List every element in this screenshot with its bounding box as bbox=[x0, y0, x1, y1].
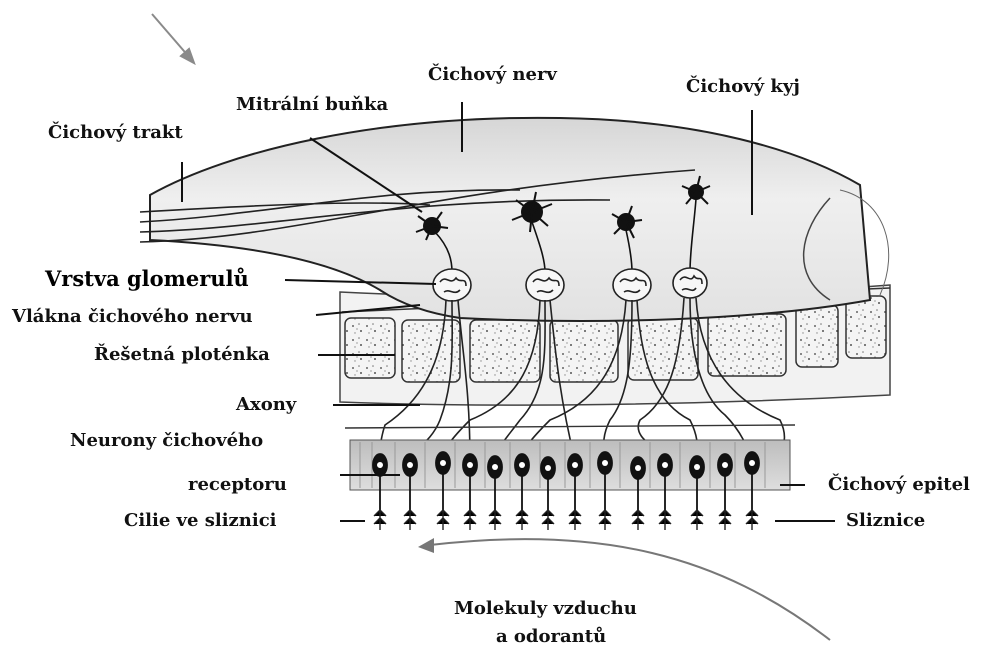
label-cichovy-nerv: Čichový nerv bbox=[428, 66, 557, 84]
axon-boundary-line bbox=[345, 425, 795, 428]
label-cichovy-kyj: Čichový kyj bbox=[686, 78, 800, 96]
label-mitralni-bunka: Mitrální buňka bbox=[236, 96, 388, 114]
label-axony: Axony bbox=[236, 396, 296, 414]
label-resetna-plotenka: Řešetná ploténka bbox=[94, 346, 270, 364]
label-vrstva-glomerulu: Vrstva glomerulů bbox=[45, 268, 249, 289]
label-cichovy-trakt: Čichový trakt bbox=[48, 124, 183, 142]
olfactory-bulb bbox=[150, 118, 870, 321]
label-molekuly-line2: a odorantů bbox=[496, 628, 606, 646]
label-cilie: Cilie ve sliznici bbox=[124, 512, 277, 530]
cilia bbox=[374, 510, 758, 530]
label-sliznice: Sliznice bbox=[846, 512, 925, 530]
airflow-arrow-icon bbox=[418, 538, 830, 640]
label-molekuly-line1: Molekuly vzduchu bbox=[454, 600, 637, 618]
label-neurony-line1: Neurony čichového bbox=[70, 432, 263, 450]
label-vlakna-nervu: Vlákna čichového nervu bbox=[12, 308, 253, 326]
label-cichovy-epitel: Čichový epitel bbox=[828, 476, 970, 494]
corner-arrow-icon bbox=[152, 14, 194, 63]
label-neurony-line2: receptoru bbox=[188, 476, 287, 494]
